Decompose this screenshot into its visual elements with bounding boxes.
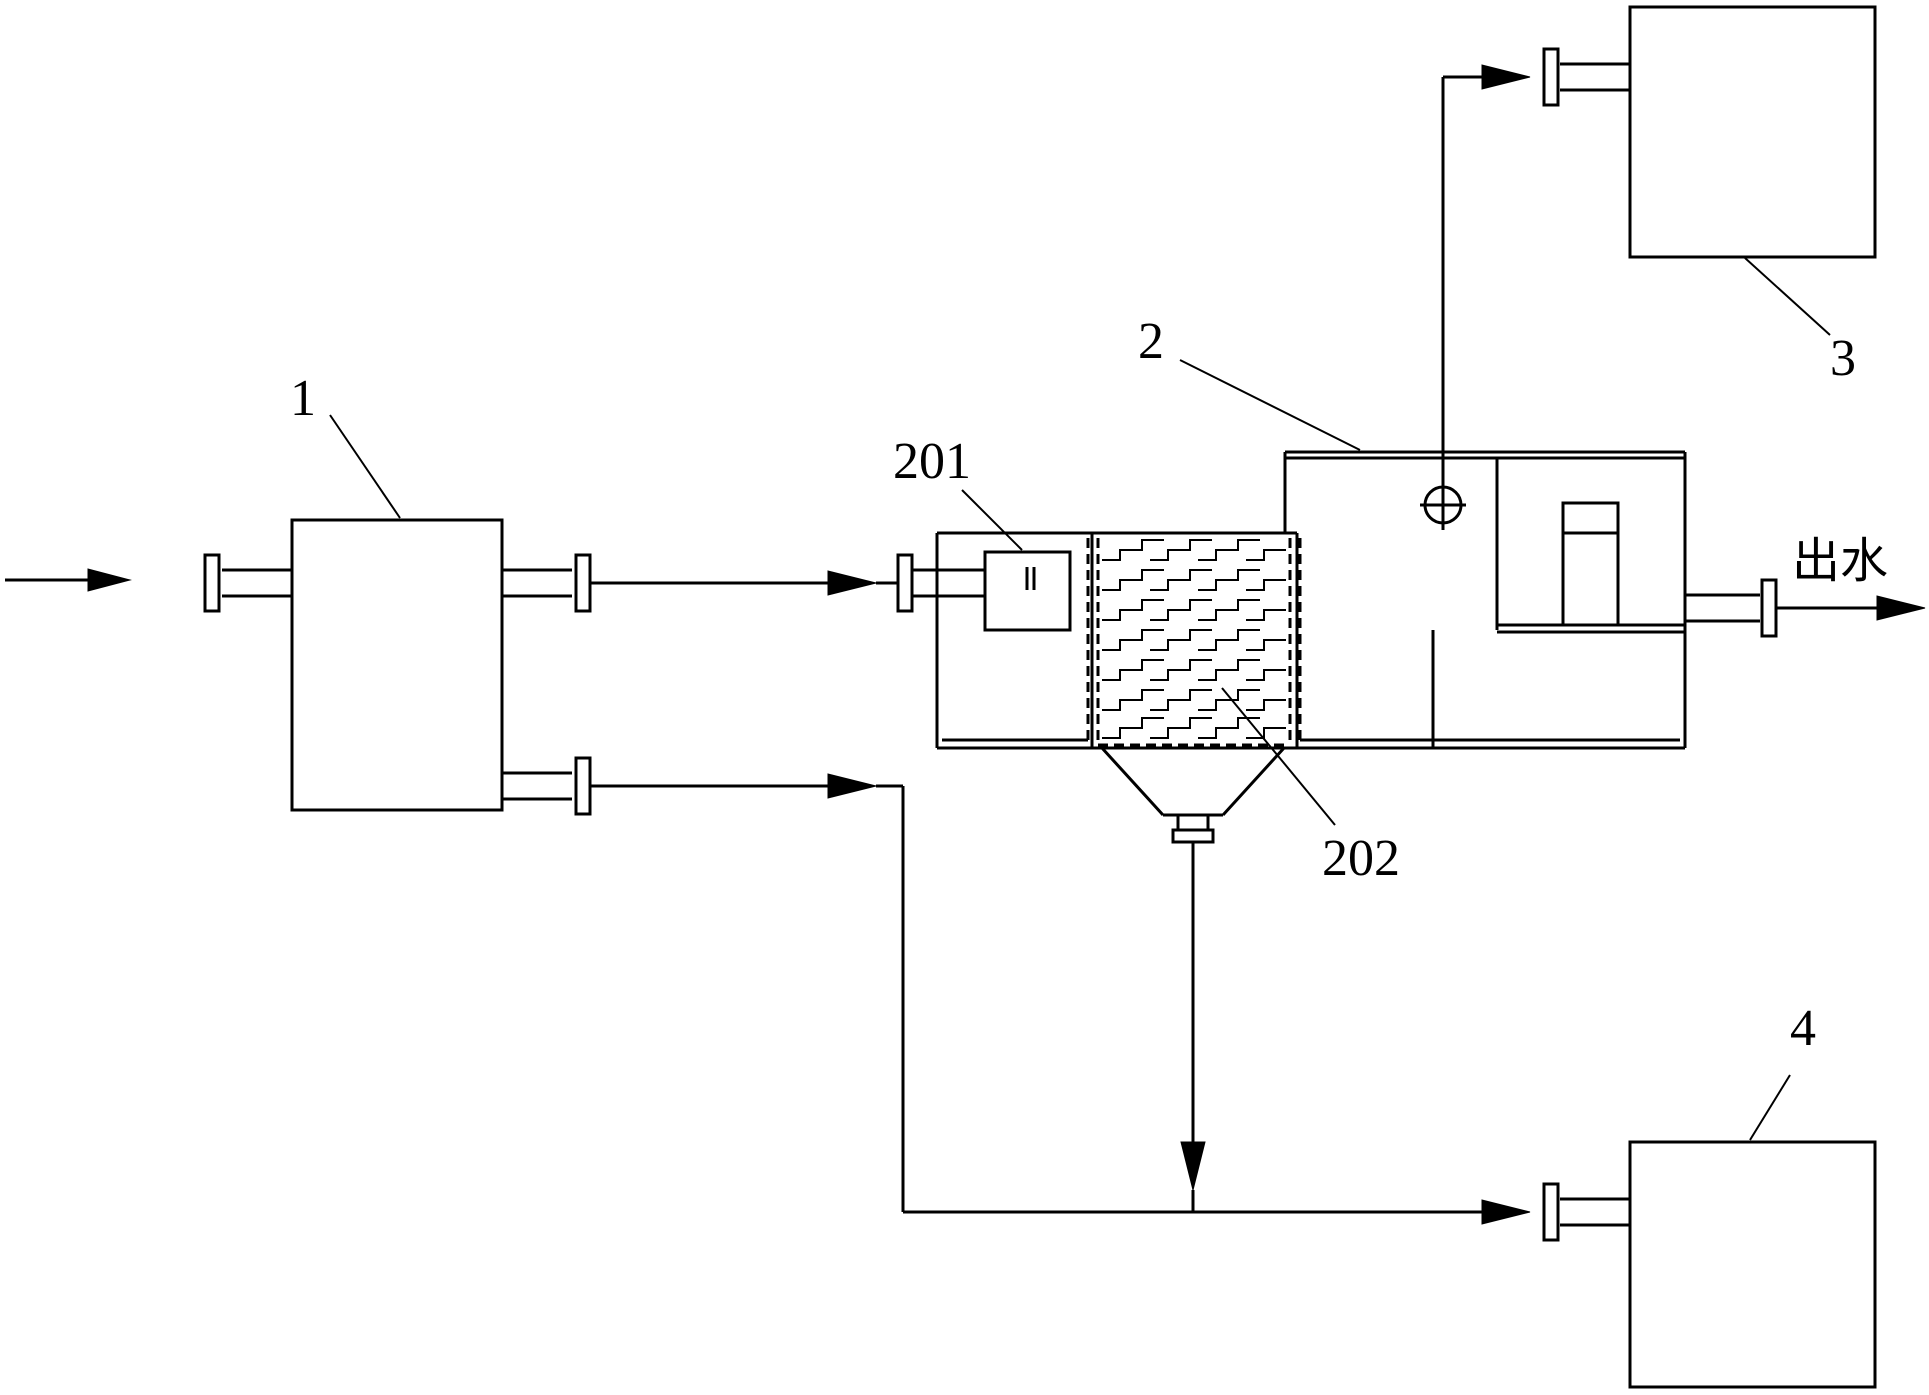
unit-4-label: 4 — [1790, 1000, 1816, 1057]
part-201-label: 201 — [893, 433, 971, 490]
unit-1-label: 1 — [290, 370, 316, 427]
outlet-arrow — [1776, 595, 1926, 621]
pipe-2-sludge-to-4 — [1180, 842, 1206, 1212]
unit-1-tank — [203, 414, 592, 816]
pipe-1-to-4 — [590, 773, 1531, 1225]
outlet-label: 出水 — [1792, 533, 1888, 589]
unit-2-separator — [896, 359, 1778, 844]
unit-2-label: 2 — [1138, 313, 1164, 370]
pipe-2-to-3 — [1441, 64, 1531, 480]
inlet-arrow — [5, 568, 132, 592]
pipe-1-to-2 — [590, 570, 900, 596]
part-202-label: 202 — [1322, 830, 1400, 887]
unit-3-label: 3 — [1830, 330, 1856, 387]
unit-3-tank — [1542, 5, 1877, 336]
unit-4-tank — [1542, 1074, 1877, 1389]
